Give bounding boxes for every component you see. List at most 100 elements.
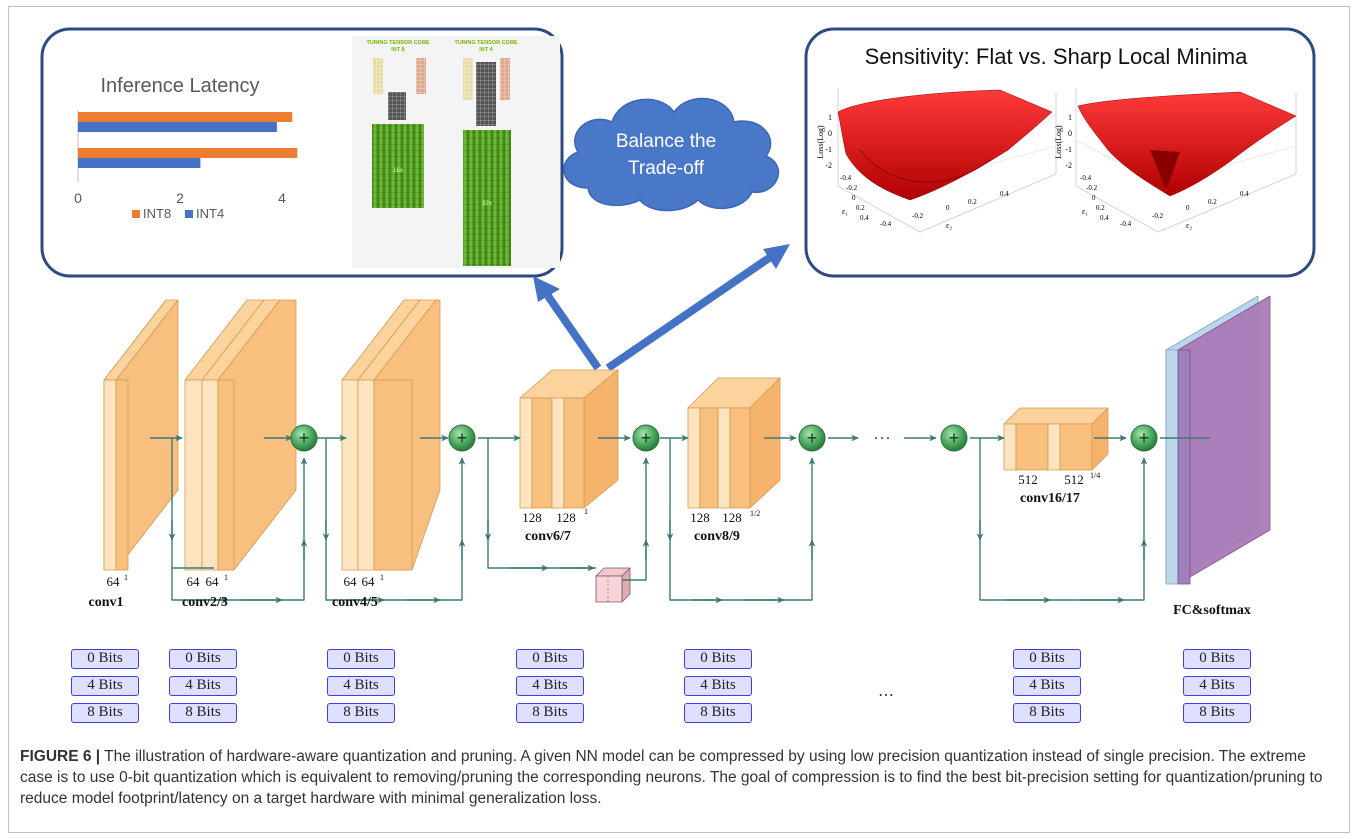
sensitivity-title: Sensitivity: Flat vs. Sharp Local Minima [865, 44, 1248, 69]
sharp-e1tick: -0.4 [1080, 174, 1092, 182]
bit-option-0[interactable]: 0 Bits [1183, 649, 1251, 669]
sharp-ztick: 1 [1068, 113, 1072, 122]
flat-e1tick: 0 [852, 194, 856, 202]
gpu-left-subtitle: INT 8 [391, 47, 404, 53]
latency-bar-int4-2 [78, 158, 201, 168]
svg-text:+: + [949, 428, 960, 448]
bit-option-0[interactable]: 0 Bits [516, 649, 584, 669]
layer-conv1 [103, 299, 179, 571]
latency-bar-int4-1 [78, 122, 277, 132]
conv16-17-sub: 1/4 [1090, 471, 1100, 480]
conv6-7-dim-a: 128 [522, 510, 542, 525]
legend-swatch-int4 [185, 210, 193, 218]
latency-inset-panel: Inference Latency 0 2 4 INT8 INT4 TURING… [40, 27, 564, 278]
bit-option-8[interactable]: 8 Bits [516, 703, 584, 723]
flat-ztick: 1 [828, 113, 832, 122]
blue-arrows [533, 244, 790, 372]
bit-option-4[interactable]: 4 Bits [1183, 676, 1251, 696]
bit-option-4[interactable]: 4 Bits [327, 676, 395, 696]
bit-option-0[interactable]: 0 Bits [684, 649, 752, 669]
sharp-e2label: ε₂ [1186, 221, 1192, 230]
tradeoff-cloud: Balance the Trade-off [563, 97, 780, 212]
latency-chart-title: Inference Latency [101, 75, 260, 97]
sharp-e1tick: 0 [1092, 194, 1096, 202]
sharp-e2tick: -0.2 [1152, 212, 1164, 220]
conv6-7-sub: 1 [584, 507, 588, 516]
latency-bar-int8-2 [78, 148, 298, 158]
fc-softmax-label: FC&softmax [1173, 603, 1251, 618]
sharp-e2tick: 0.2 [1208, 198, 1217, 206]
sharp-minimum-plot: Loss(Log) 1 0 -1 -2 -0.4 -0.2 0 0.2 0.4 … [1054, 88, 1297, 233]
flat-e1tick: 0.4 [860, 214, 869, 222]
conv1-sub: 1 [124, 573, 128, 582]
layer-fc-softmax [1165, 295, 1271, 585]
add-node: + [290, 424, 318, 452]
sharp-e1tick: 0.4 [1100, 214, 1109, 222]
flat-ztick: 0 [828, 129, 832, 138]
gpu-right-subtitle: INT 4 [479, 47, 493, 53]
gpu-left-label: 16x [393, 168, 403, 174]
flat-e2tick: 0.2 [968, 198, 977, 206]
flat-e2tick: -0.2 [912, 212, 924, 220]
bit-option-4[interactable]: 4 Bits [169, 676, 237, 696]
add-node: + [632, 424, 660, 452]
flat-ztick: -2 [825, 161, 832, 170]
flat-e2tick: 0 [946, 204, 950, 212]
bit-option-4[interactable]: 4 Bits [71, 676, 139, 696]
svg-text:+: + [641, 428, 652, 448]
conv16-17-label: conv16/17 [1020, 491, 1080, 506]
sharp-e1tick: 0.2 [1096, 204, 1105, 212]
bit-option-8[interactable]: 8 Bits [327, 703, 395, 723]
sharp-e2tick: 0.4 [1240, 190, 1249, 198]
conv4-5-sub: 1 [380, 573, 384, 582]
svg-text:+: + [807, 428, 818, 448]
bit-option-8[interactable]: 8 Bits [684, 703, 752, 723]
gpu-right-title: TURING TENSOR CORE [455, 40, 518, 46]
flat-e1tick: 0.2 [856, 204, 865, 212]
legend-swatch-int8 [132, 210, 140, 218]
svg-text:+: + [299, 428, 310, 448]
sharp-zlabel: Loss(Log) [1054, 125, 1063, 159]
caption-label: FIGURE 6 | [20, 748, 101, 765]
network-diagram: ⋯ + + + + + + 64 1 conv1 64 64 1 conv2/3… [89, 295, 1271, 704]
bit-option-4[interactable]: 4 Bits [684, 676, 752, 696]
sharp-e1label: ε₁ [1082, 207, 1088, 216]
latency-tick-2: 2 [176, 190, 184, 206]
svg-text:+: + [457, 428, 468, 448]
bit-option-8[interactable]: 8 Bits [169, 703, 237, 723]
bit-option-0[interactable]: 0 Bits [1013, 649, 1081, 669]
conv8-9-dim-a: 128 [690, 510, 710, 525]
add-node: + [448, 424, 476, 452]
flat-e2tick: -0.4 [880, 220, 892, 228]
flat-e1tick: -0.2 [846, 184, 858, 192]
svg-text:+: + [1139, 428, 1150, 448]
bit-option-4[interactable]: 4 Bits [1013, 676, 1081, 696]
bit-option-0[interactable]: 0 Bits [71, 649, 139, 669]
latency-bar-int8-1 [78, 112, 293, 122]
figure-caption: FIGURE 6 | The illustration of hardware-… [20, 746, 1342, 809]
conv2-3-label: conv2/3 [182, 595, 228, 610]
add-node: + [940, 424, 968, 452]
bit-option-8[interactable]: 8 Bits [71, 703, 139, 723]
sharp-e2tick: -0.4 [1120, 220, 1132, 228]
sharp-ztick: -1 [1065, 145, 1072, 154]
downsample-cube [595, 567, 631, 603]
network-ellipsis: ⋯ [873, 428, 891, 448]
bit-option-8[interactable]: 8 Bits [1183, 703, 1251, 723]
flat-e2tick: 0.4 [1000, 190, 1009, 198]
bit-option-4[interactable]: 4 Bits [516, 676, 584, 696]
conv16-17-dim-b: 512 [1064, 472, 1084, 487]
add-node: + [1130, 424, 1158, 452]
flat-minimum-plot: Loss(Log) 1 0 -1 -2 -0.4 -0.2 0 0.2 0.4 … [816, 88, 1057, 233]
bits-ellipsis: ⋯ [878, 687, 894, 704]
bit-option-8[interactable]: 8 Bits [1013, 703, 1081, 723]
bit-option-0[interactable]: 0 Bits [327, 649, 395, 669]
bit-option-0[interactable]: 0 Bits [169, 649, 237, 669]
sensitivity-inset-panel: Sensitivity: Flat vs. Sharp Local Minima… [804, 27, 1316, 278]
figure-diagram: Inference Latency 0 2 4 INT8 INT4 TURING… [40, 27, 1316, 704]
conv6-7-label: conv6/7 [525, 529, 571, 544]
cloud-text-line2: Trade-off [628, 158, 705, 179]
add-node: + [798, 424, 826, 452]
conv16-17-dim-a: 512 [1018, 472, 1038, 487]
legend-label-int4: INT4 [196, 206, 224, 221]
